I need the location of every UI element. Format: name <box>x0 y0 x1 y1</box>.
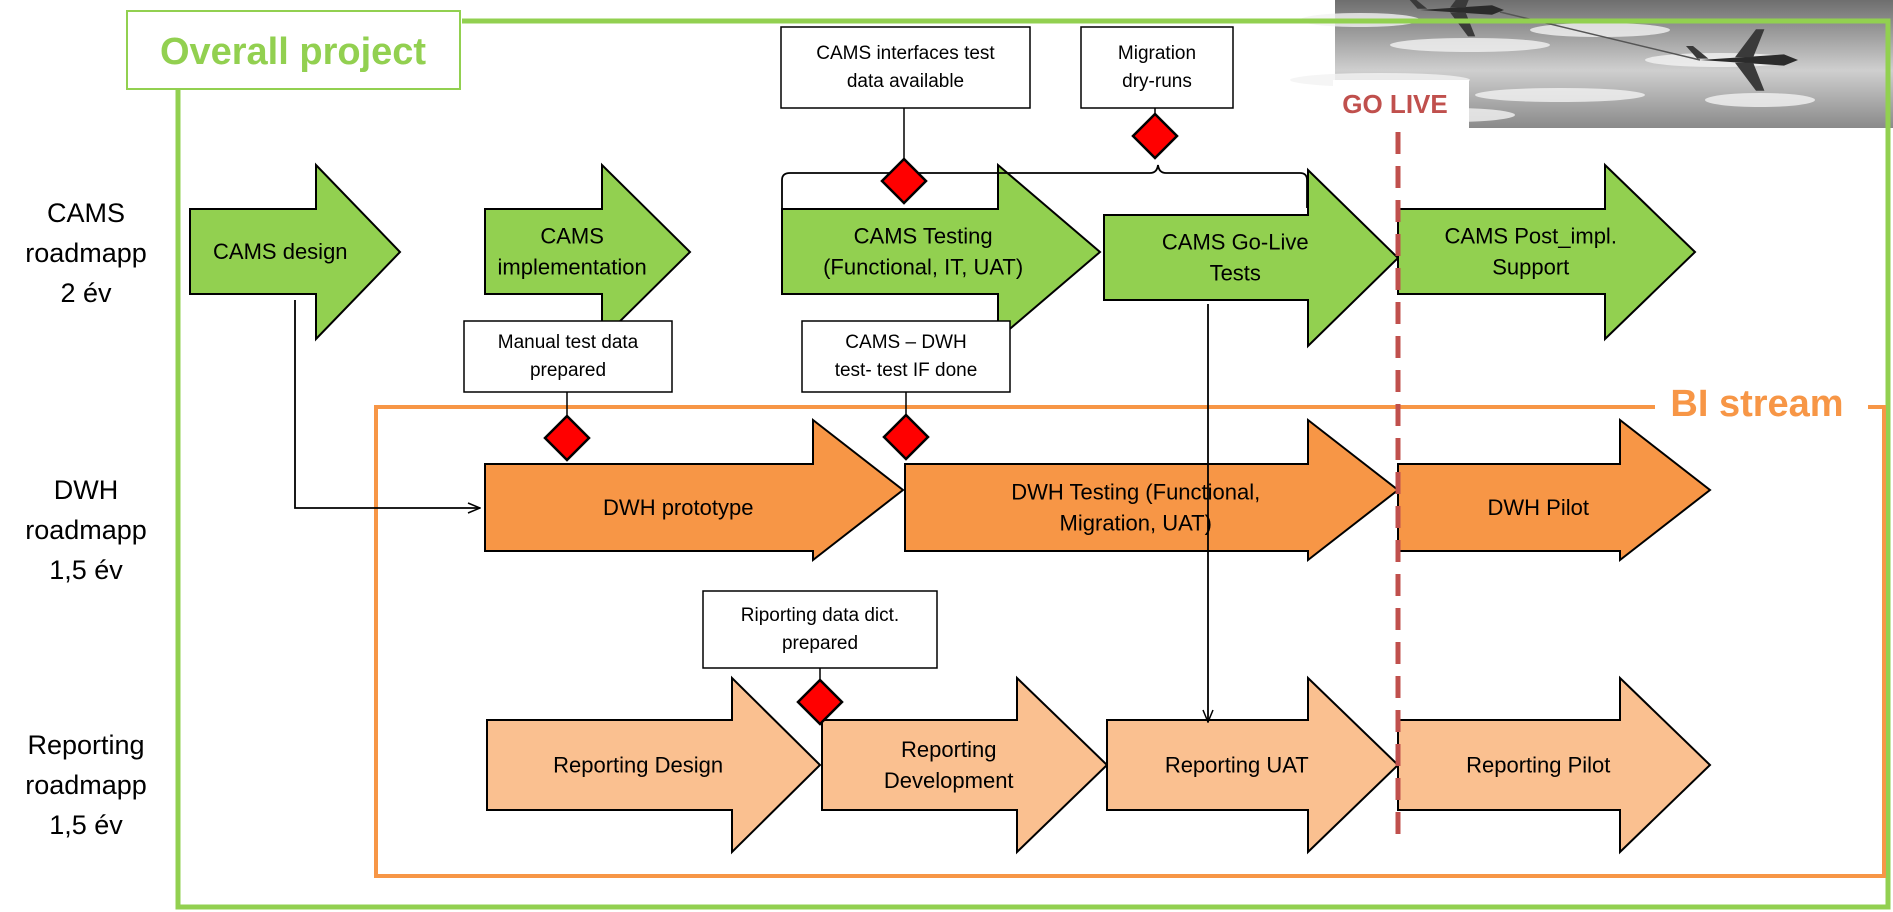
phase-arrow-cams-4 <box>1103 167 1400 349</box>
connector-cams-design-to-dwh <box>294 300 480 508</box>
milestone-label: CAMS interfaces test <box>816 43 995 64</box>
overall-project-title: Overall project <box>160 31 426 73</box>
bi-stream-border <box>374 405 1886 878</box>
milestone-label: Manual test data <box>498 332 639 353</box>
phase-label-dwh-3: DWH Pilot <box>1488 495 1589 520</box>
milestone-callout-box <box>801 320 1011 393</box>
row-cams-phases: CAMS design CAMS implementation CAMS Testin… <box>189 162 1697 349</box>
connectors <box>294 300 1208 722</box>
bi-stream-frame: BI stream <box>374 383 1886 878</box>
photo-cloud <box>1390 38 1550 52</box>
phase-arrow-dwh-2 <box>904 417 1400 563</box>
phase-label-cams-1: CAMS design <box>213 239 348 264</box>
bi-stream-label: BI stream <box>1670 383 1843 425</box>
milestone-callout-box <box>1080 26 1234 109</box>
phase-arrow-cams-1 <box>189 162 402 342</box>
photo-cloud <box>1475 88 1645 102</box>
phase-arrow-cams-5 <box>1397 162 1697 342</box>
milestone-migration-dry-runs: Migration dry-runs <box>1080 26 1234 160</box>
photo-cloud <box>1530 23 1670 37</box>
phase-label-dwh-2: DWH Testing (Functional, <box>1011 480 1260 505</box>
row-label-dwh: 1,5 év <box>49 555 123 585</box>
phase-label-cams-2: CAMS <box>540 224 604 249</box>
phase-arrow-dwh-3 <box>1397 417 1712 563</box>
photo-aircraft <box>1686 29 1798 91</box>
phase-label-dwh-2: Migration, UAT) <box>1060 511 1212 536</box>
phase-arrow-dwh-1 <box>484 417 905 563</box>
milestone-label: prepared <box>782 633 858 654</box>
milestone-callout-box <box>702 590 938 669</box>
phase-label-reporting-2: Development <box>884 768 1014 793</box>
row-label-cams: 2 év <box>60 278 112 308</box>
milestone-label: test- test IF done <box>835 360 978 381</box>
milestone-label: Migration <box>1118 43 1196 64</box>
milestone-label: dry-runs <box>1122 71 1192 92</box>
milestone-diamond <box>796 678 844 726</box>
phase-arrow-cams-3 <box>781 162 1102 342</box>
testing-bracket <box>781 164 1308 208</box>
milestone-manual-test-data: Manual test data prepared <box>463 320 673 462</box>
milestone-label: data available <box>847 71 964 92</box>
milestone-callout-box <box>780 26 1031 109</box>
milestone-cams-interfaces: CAMS interfaces test data available <box>780 26 1031 205</box>
milestone-callout-box <box>463 320 673 393</box>
phase-label-cams-4: CAMS Go-Live <box>1162 230 1309 255</box>
milestone-diamond <box>882 413 930 461</box>
milestone-diamond <box>880 157 928 205</box>
phase-label-reporting-1: Reporting Design <box>553 753 723 778</box>
phase-label-reporting-4: Reporting Pilot <box>1466 753 1610 778</box>
phase-arrow-reporting-3 <box>1106 675 1400 855</box>
row-label-cams: roadmapp <box>25 238 147 268</box>
phase-label-reporting-3: Reporting UAT <box>1165 753 1309 778</box>
phase-arrow-reporting-2 <box>821 675 1109 855</box>
photo-aircraft <box>1409 0 1504 37</box>
milestone-label: Riporting data dict. <box>741 605 899 626</box>
phase-label-dwh-1: DWH prototype <box>603 495 753 520</box>
milestone-label: prepared <box>530 360 606 381</box>
phase-label-cams-2: implementation <box>498 255 647 280</box>
row-dwh-phases: DWH prototype DWH Testing (Functional, Mig… <box>484 417 1712 563</box>
phase-label-cams-4: Tests <box>1210 261 1261 286</box>
phase-label-cams-5: Support <box>1492 255 1569 280</box>
row-label-dwh: DWH <box>54 475 118 505</box>
milestone-riporting-data-dict: Riporting data dict. prepared <box>702 590 938 726</box>
overall-project-border <box>175 18 1891 910</box>
phase-label-cams-3: CAMS Testing <box>854 224 993 249</box>
row-label-reporting: 1,5 év <box>49 810 123 840</box>
milestone-diamond <box>1131 112 1179 160</box>
milestone-diamond <box>543 414 591 462</box>
phase-arrow-reporting-1 <box>486 675 822 855</box>
phase-label-reporting-2: Reporting <box>901 737 996 762</box>
row-label-dwh: roadmapp <box>25 515 147 545</box>
milestone-cams-dwh-test: CAMS – DWH test- test IF done <box>801 320 1011 461</box>
row-label-reporting: roadmapp <box>25 770 147 800</box>
go-live-label-background <box>1333 80 1469 128</box>
overall-project-title-box <box>126 10 461 90</box>
phase-arrow-reporting-4 <box>1397 675 1712 855</box>
phase-label-cams-5: CAMS Post_impl. <box>1445 224 1617 249</box>
go-live-marker: GO LIVE <box>1333 80 1469 842</box>
photo-cloud <box>1705 93 1815 107</box>
row-label-reporting: Reporting <box>27 730 144 760</box>
phase-arrow-cams-2 <box>484 162 692 342</box>
milestone-label: CAMS – DWH <box>845 332 966 353</box>
overall-project-frame: Overall project <box>126 10 1891 910</box>
phase-label-cams-3: (Functional, IT, UAT) <box>823 255 1023 280</box>
go-live-label: GO LIVE <box>1342 89 1447 119</box>
row-label-cams: CAMS <box>47 198 125 228</box>
